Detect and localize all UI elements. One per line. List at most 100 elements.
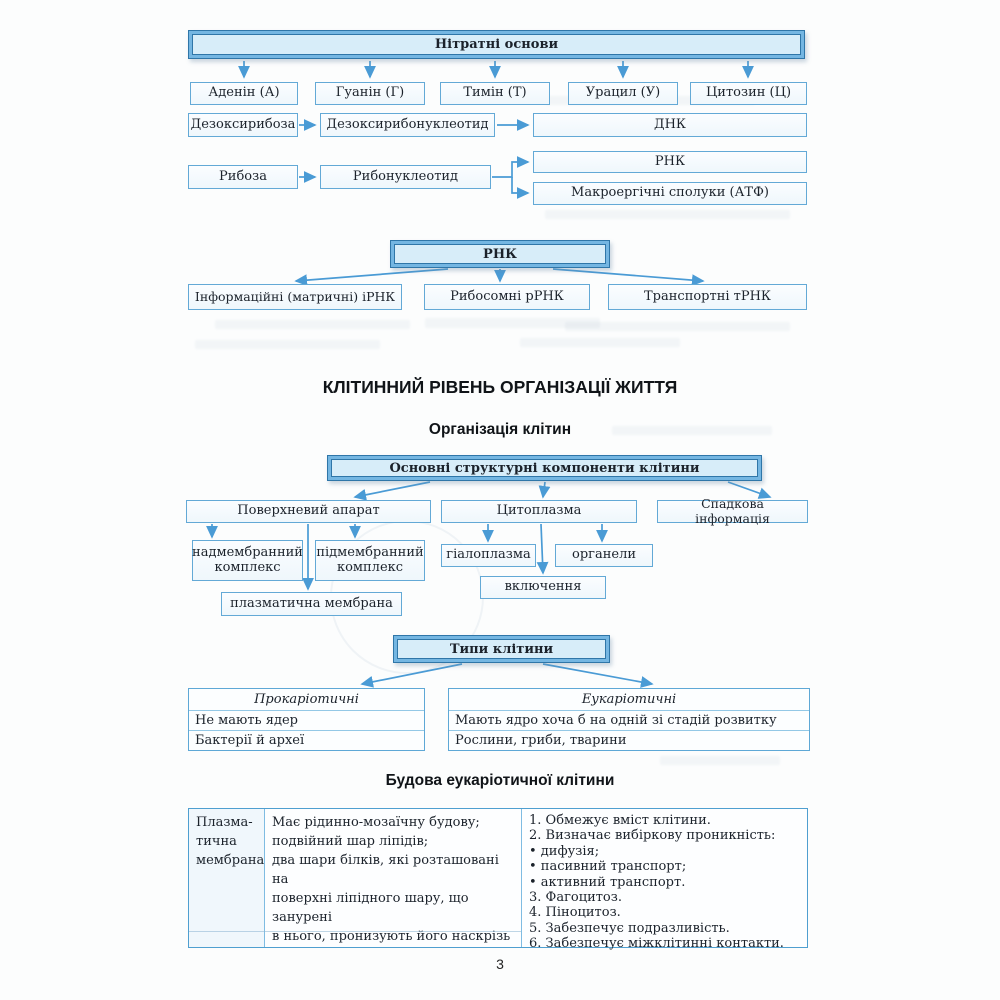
prokaryotic-table: Прокаріотичні Не мають ядер Бактерії й а… xyxy=(188,688,425,751)
rrna-box: Рибосомні рРНК xyxy=(424,284,590,310)
table-row: Рослини, гриби, тварини xyxy=(455,733,627,748)
cytoplasm-label: Цитоплазма xyxy=(496,503,582,519)
function-line: 1. Обмежує вміст клітини. xyxy=(529,813,711,828)
bleed-through-text xyxy=(612,426,772,435)
base-label: Аденін (А) xyxy=(208,85,280,101)
deoxyribonucleotide-box: Дезоксирибонуклеотид xyxy=(320,113,495,137)
rna-title: РНК xyxy=(483,246,517,262)
rna-result-box: РНК xyxy=(533,151,807,173)
cell-types-title-box: Типи клітини xyxy=(393,635,610,663)
chapter-heading: КЛІТИННИЙ РІВЕНЬ ОРГАНІЗАЦІЇ ЖИТТЯ xyxy=(0,377,1000,398)
deoxyribose-box: Дезоксирибоза xyxy=(188,113,298,137)
bleed-through-text xyxy=(520,338,680,347)
hyaloplasm-box: гіалоплазма xyxy=(441,544,536,567)
base-box-guanine: Гуанін (Г) xyxy=(315,82,425,105)
table-row-divider xyxy=(189,931,521,932)
description-line: подвійний шар ліпідів; xyxy=(272,834,429,849)
structure-table-functions-cell: 1. Обмежує вміст клітини. 2. Визначає ви… xyxy=(521,809,809,951)
surface-apparatus-label: Поверхневий апарат xyxy=(237,503,380,519)
base-label: Тимін (Т) xyxy=(463,85,527,101)
cell-name-line: мембрана xyxy=(196,853,265,868)
structure-table-description-cell: Має рідинно-мозаїчну будову; подвійний ш… xyxy=(264,809,521,947)
deoxyribonucleotide-label: Дезоксирибонуклеотид xyxy=(326,116,489,132)
mrna-label: Інформаційні (матричні) іРНК xyxy=(194,288,396,304)
ribose-label: Рибоза xyxy=(219,168,267,184)
function-line: 6. Забезпечує міжклітинні контакти. xyxy=(529,936,784,952)
base-box-thymine: Тимін (Т) xyxy=(440,82,550,105)
hereditary-info-box: Спадкова інформація xyxy=(657,496,808,526)
function-line: 3. Фагоцитоз. xyxy=(529,890,622,906)
cell-name-line: тична xyxy=(196,834,237,849)
base-box-uracil: Урацил (У) xyxy=(568,82,678,105)
atp-label: Макроергічні сполуки (АТФ) xyxy=(571,185,769,201)
function-line: • пасивний транспорт; xyxy=(529,859,687,875)
bleed-through-text xyxy=(545,210,790,219)
cytoplasm-box: Цитоплазма xyxy=(441,500,637,523)
hyaloplasm-label: гіалоплазма xyxy=(446,547,531,563)
section-subheading: Організація клітин xyxy=(0,421,1000,439)
base-box-adenine: Аденін (А) xyxy=(190,82,298,105)
description-line: поверхні ліпідного шару, що занурені xyxy=(272,891,469,925)
structure-table-name-cell: Плазма- тична мембрана xyxy=(189,809,264,947)
rna-title-box: РНК xyxy=(390,240,610,268)
bleed-through-text xyxy=(565,322,790,331)
plasma-membrane-label: плазматична мембрана xyxy=(230,595,393,611)
trna-box: Транспортні тРНК xyxy=(608,284,807,310)
eukaryotic-table: Еукаріотичні Мають ядро хоча б на одній … xyxy=(448,688,810,751)
rrna-label: Рибосомні рРНК xyxy=(450,288,564,304)
nitrogen-bases-title: Нітратні основи xyxy=(434,37,559,52)
mrna-box: Інформаційні (матричні) іРНК xyxy=(188,284,402,310)
prokaryotic-header: Прокаріотичні xyxy=(189,689,424,711)
function-line: • дифузія; xyxy=(529,843,600,859)
bleed-through-text xyxy=(195,340,380,349)
bleed-through-text xyxy=(425,318,600,328)
atp-box: Макроергічні сполуки (АТФ) xyxy=(533,182,807,205)
supra-membrane-box: надмембранний комплекс xyxy=(192,540,303,581)
organelles-box: органели xyxy=(555,544,653,567)
base-box-cytosine: Цитозин (Ц) xyxy=(690,82,807,105)
components-title: Основні структурні компоненти клітини xyxy=(389,460,700,476)
function-line: 4. Піноцитоз. xyxy=(529,905,621,921)
trna-label: Транспортні тРНК xyxy=(644,288,771,304)
page-number-text: 3 xyxy=(496,956,504,972)
ribose-box: Рибоза xyxy=(188,165,298,189)
eukaryotic-header: Еукаріотичні xyxy=(449,689,809,711)
description-line: в нього, пронизують його наскрізь xyxy=(272,929,511,944)
cell-name-line: Плазма- xyxy=(196,815,253,830)
table-row: Не мають ядер xyxy=(189,711,424,731)
sub-membrane-label: підмембранний комплекс xyxy=(316,544,424,575)
structure-heading: Будова еукаріотичної клітини xyxy=(0,772,1000,790)
table-row: Бактерії й археї xyxy=(195,733,305,748)
dna-box: ДНК xyxy=(533,113,807,137)
nitrogen-bases-title-box: Нітратні основи xyxy=(188,30,805,59)
function-line: 5. Забезпечує подразливість. xyxy=(529,920,730,936)
ribonucleotide-label: Рибонуклеотид xyxy=(352,168,459,184)
inclusions-box: включення xyxy=(480,576,606,599)
organelles-label: органели xyxy=(572,547,636,563)
bleed-through-text xyxy=(215,320,410,329)
components-title-box: Основні структурні компоненти клітини xyxy=(327,455,762,481)
hereditary-info-label: Спадкова інформація xyxy=(695,496,770,526)
supra-membrane-label: надмембранний комплекс xyxy=(192,544,303,575)
base-label: Гуанін (Г) xyxy=(335,85,405,101)
ribonucleotide-box: Рибонуклеотид xyxy=(320,165,491,189)
base-label: Цитозин (Ц) xyxy=(705,85,792,101)
page-number: 3 xyxy=(0,956,1000,972)
structure-heading-text: Будова еукаріотичної клітини xyxy=(385,772,615,789)
dna-label: ДНК xyxy=(654,116,686,132)
surface-apparatus-box: Поверхневий апарат xyxy=(186,500,431,523)
inclusions-label: включення xyxy=(504,579,582,595)
description-line: два шари білків, які розташовані на xyxy=(272,853,499,887)
rna-result-label: РНК xyxy=(654,153,686,169)
bleed-through-text xyxy=(660,756,780,765)
chapter-heading-text: КЛІТИННИЙ РІВЕНЬ ОРГАНІЗАЦІЇ ЖИТТЯ xyxy=(322,377,678,397)
structure-table: Плазма- тична мембрана Має рідинно-мозаї… xyxy=(188,808,809,951)
function-line: • активний транспорт. xyxy=(529,874,686,890)
cell-types-title: Типи клітини xyxy=(449,641,554,657)
plasma-membrane-box: плазматична мембрана xyxy=(221,592,402,616)
table-row: Мають ядро хоча б на одній зі стадій роз… xyxy=(449,711,809,731)
deoxyribose-label: Дезоксирибоза xyxy=(190,116,296,132)
section-subheading-text: Організація клітин xyxy=(428,421,572,438)
base-label: Урацил (У) xyxy=(585,85,661,101)
